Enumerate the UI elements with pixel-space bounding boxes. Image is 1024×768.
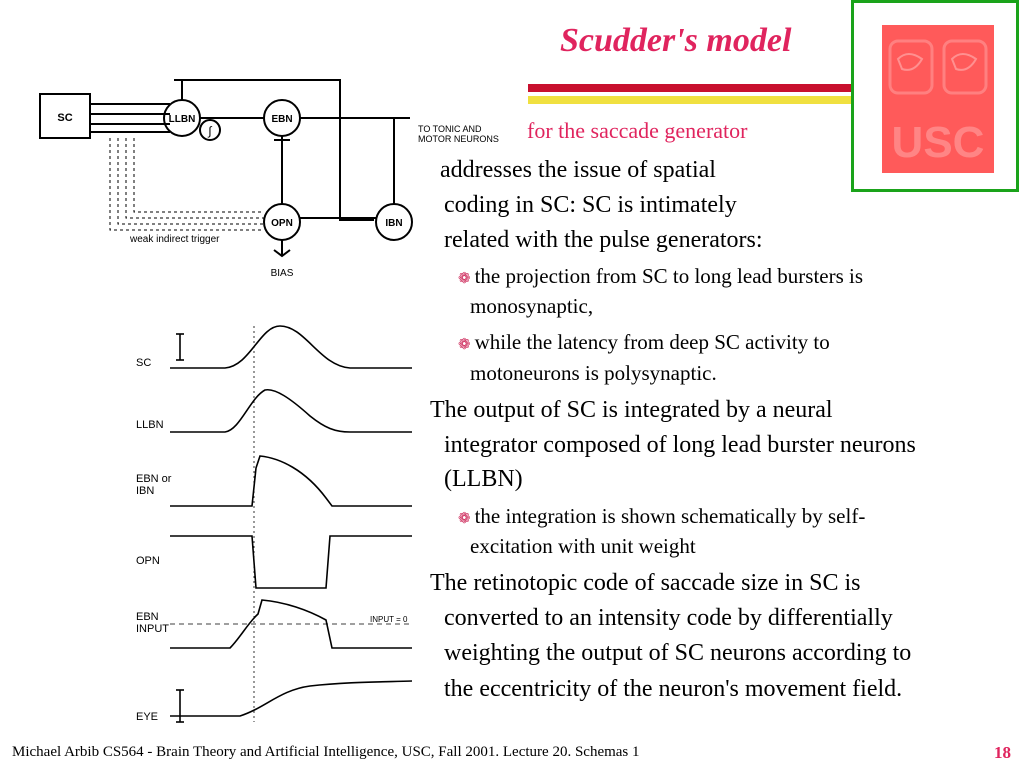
p3-line-3: weighting the output of SC neurons accor… bbox=[444, 640, 912, 666]
bullet-1-line-1: ❁the projection from SC to long lead bur… bbox=[458, 264, 863, 289]
wave-llbn-label: LLBN bbox=[136, 419, 164, 431]
waveform-diagram: SC LLBN EBN or IBN OPN EBN INPUT INPUT =… bbox=[136, 325, 413, 723]
bullet-3-line-2: excitation with unit weight bbox=[470, 534, 696, 558]
bullet-3-text: the integration is shown schematically b… bbox=[474, 504, 866, 528]
bullet-2-text: while the latency from deep SC activity … bbox=[474, 330, 830, 354]
sc-waveform bbox=[170, 325, 412, 369]
wave-opn-label: OPN bbox=[136, 555, 160, 567]
llbn-waveform bbox=[170, 389, 412, 433]
p1-line-1: addresses the issue of spatial bbox=[440, 157, 716, 183]
diagram-sc-label: SC bbox=[57, 112, 72, 124]
wave-ebn-input-label: EBN bbox=[136, 611, 159, 623]
wave-eye-label: EYE bbox=[136, 711, 158, 723]
bullet-icon: ❁ bbox=[458, 337, 471, 353]
diagram-trigger-label: weak indirect trigger bbox=[129, 234, 220, 245]
diagram-bias-label: BIAS bbox=[271, 268, 294, 279]
ebn-ibn-waveform bbox=[170, 455, 412, 507]
title-bar-yellow bbox=[528, 96, 853, 104]
diagram-ebn-label: EBN bbox=[271, 114, 292, 125]
diagram-output-label: TO TONIC AND bbox=[418, 124, 482, 134]
wave-ebn-ibn-label: EBN or bbox=[136, 473, 172, 485]
slide-title: Scudder's model bbox=[560, 22, 792, 59]
eye-waveform bbox=[170, 680, 413, 717]
p2-line-2: integrator composed of long lead burster… bbox=[444, 432, 916, 458]
logo-text: USC bbox=[892, 118, 985, 167]
diagram-llbn-label: LLBN bbox=[169, 114, 196, 125]
wave-input-label: INPUT bbox=[136, 623, 169, 635]
bullet-3-line-1: ❁the integration is shown schematically … bbox=[458, 504, 865, 529]
slide-footer: Michael Arbib CS564 - Brain Theory and A… bbox=[12, 744, 640, 760]
diagram-output-label-2: MOTOR NEURONS bbox=[418, 134, 499, 144]
bullet-icon: ❁ bbox=[458, 511, 471, 527]
sc-box bbox=[39, 93, 91, 139]
bullet-1-line-2: monosynaptic, bbox=[470, 294, 594, 318]
usc-brain-icon: USC bbox=[888, 39, 988, 167]
page-number: 18 bbox=[994, 743, 1011, 762]
p2-line-3: (LLBN) bbox=[444, 466, 523, 492]
p3-line-2: converted to an intensity code by differ… bbox=[444, 605, 893, 631]
bullet-icon: ❁ bbox=[458, 271, 471, 287]
diagram-opn-label: OPN bbox=[271, 218, 293, 229]
p1-line-3: related with the pulse generators: bbox=[444, 227, 763, 253]
wave-input-zero-label: INPUT = 0 bbox=[370, 615, 408, 624]
opn-waveform bbox=[170, 535, 412, 589]
ebn-input-waveform bbox=[170, 599, 412, 649]
p2-line-1: The output of SC is integrated by a neur… bbox=[430, 397, 833, 423]
diagram-integrator-label: ∫ bbox=[207, 124, 212, 138]
wave-sc-label: SC bbox=[136, 357, 151, 369]
slide-subtitle: for the saccade generator bbox=[527, 118, 748, 143]
logo-frame: USC bbox=[851, 0, 1019, 192]
p3-line-4: the eccentricity of the neuron's movemen… bbox=[444, 676, 903, 702]
integrator-node bbox=[199, 119, 221, 141]
bullet-2-line-2: motoneurons is polysynaptic. bbox=[470, 361, 717, 385]
p3-line-1: The retinotopic code of saccade size in … bbox=[430, 570, 861, 596]
title-bar-red bbox=[528, 84, 853, 92]
diagram-ibn-label: IBN bbox=[385, 218, 402, 229]
bullet-1-text: the projection from SC to long lead burs… bbox=[474, 264, 864, 288]
p1-line-2: coding in SC: SC is intimately bbox=[444, 192, 737, 218]
bullet-2-line-1: ❁while the latency from deep SC activity… bbox=[458, 330, 830, 355]
wave-ibn-label: IBN bbox=[136, 485, 154, 497]
usc-brain-logo: USC bbox=[882, 25, 994, 173]
circuit-diagram: SC LLBN ∫ EBN OPN IBN TO TONIC AND MOTOR… bbox=[39, 79, 499, 279]
